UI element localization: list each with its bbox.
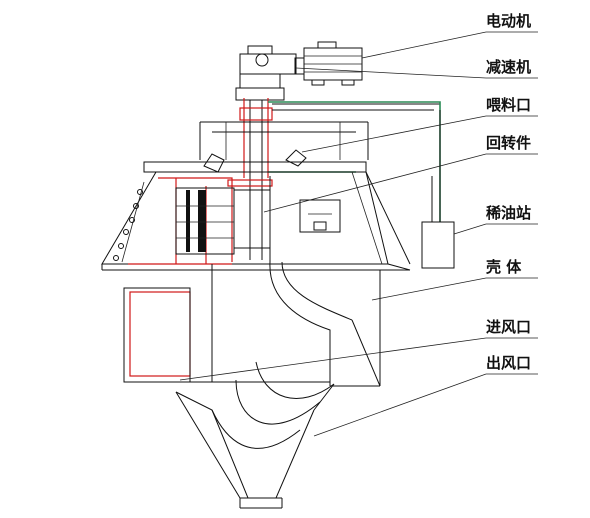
inspection-door	[299, 199, 341, 233]
lower-body	[211, 261, 381, 387]
label-motor: 电动机	[486, 12, 532, 30]
upper-shell	[101, 171, 411, 271]
upper-frame	[199, 103, 440, 160]
leader-lines	[179, 31, 538, 437]
reducer	[235, 45, 297, 101]
label-oil-station: 稀油站	[486, 204, 532, 222]
outlet-cone	[175, 361, 335, 509]
motor	[294, 41, 363, 86]
air-inlet-box	[123, 287, 212, 383]
label-reducer: 减速机	[486, 58, 532, 76]
oil-station-box	[421, 221, 455, 269]
label-rotor: 回转件	[486, 134, 532, 152]
label-feed-inlet: 喂料口	[486, 96, 532, 114]
label-air-inlet: 进风口	[486, 318, 532, 336]
label-shell: 壳 体	[486, 258, 522, 276]
top-cover	[143, 161, 367, 173]
rotor-cage	[128, 176, 273, 265]
label-air-outlet: 出风口	[486, 354, 532, 372]
feed-chute	[203, 149, 307, 173]
cone-bolts	[113, 189, 143, 261]
